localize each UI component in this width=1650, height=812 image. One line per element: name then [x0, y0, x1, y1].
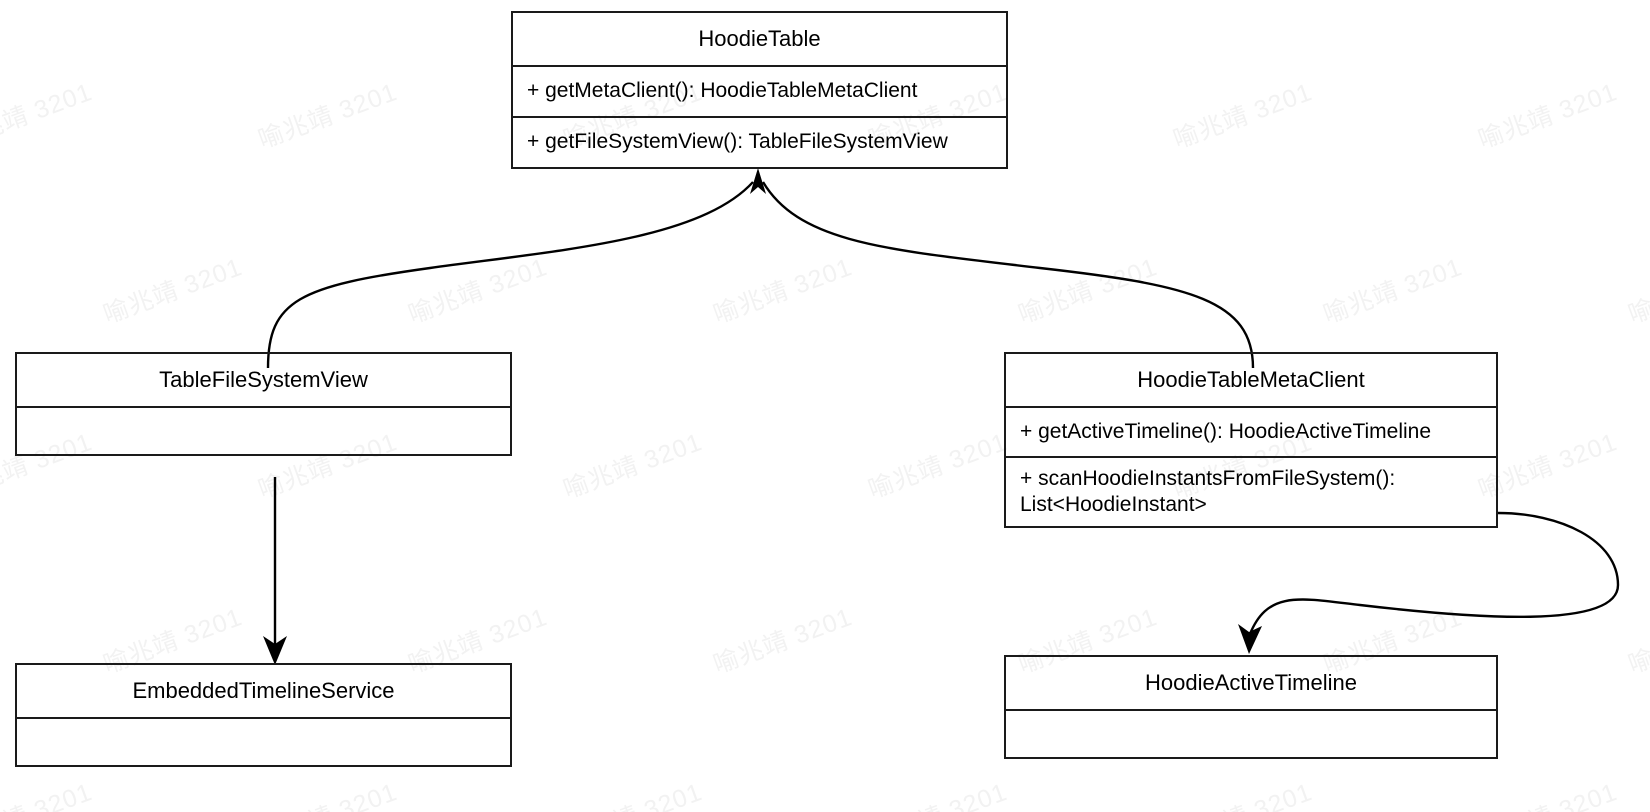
connector-hoodietablemetaclient-to-hoodieactivetimeline	[1248, 511, 1620, 635]
class-title-hoodie-table: HoodieTable	[698, 26, 821, 51]
member-row: + getMetaClient(): HoodieTableMetaClient	[527, 79, 918, 103]
class-box-embedded-timeline-service[interactable]: EmbeddedTimelineService	[15, 663, 512, 767]
class-members-hoodie-table-meta-client: + getActiveTimeline(): HoodieActiveTimel…	[1006, 406, 1496, 526]
member-row: + scanHoodieInstantsFromFileSystem(): Li…	[1006, 456, 1496, 526]
connector-tablefilesystemview-to-hoodietable	[266, 181, 754, 369]
class-title-table-file-system-view: TableFileSystemView	[159, 367, 368, 392]
class-title-embedded-timeline-service: EmbeddedTimelineService	[132, 678, 395, 703]
connector-hoodietablemetaclient-to-hoodietable	[761, 181, 1255, 369]
arrowhead-into-hoodieactivetimeline	[1238, 624, 1262, 654]
arrowhead-into-embeddedtimelineservice	[263, 636, 287, 665]
class-box-hoodie-table-meta-client[interactable]: HoodieTableMetaClient + getActiveTimelin…	[1004, 352, 1498, 528]
member-row: + getActiveTimeline(): HoodieActiveTimel…	[1020, 419, 1432, 443]
member-row: + getFileSystemView(): TableFileSystemVi…	[513, 116, 1006, 167]
class-box-table-file-system-view[interactable]: TableFileSystemView	[15, 352, 512, 456]
class-box-hoodie-active-timeline[interactable]: HoodieActiveTimeline	[1004, 655, 1498, 759]
arrowhead-into-hoodietable	[750, 168, 766, 194]
class-members-hoodie-active-timeline	[1006, 709, 1496, 757]
class-members-table-file-system-view	[17, 406, 510, 454]
class-members-embedded-timeline-service	[17, 717, 510, 765]
class-members-hoodie-table: + getMetaClient(): HoodieTableMetaClient…	[513, 65, 1006, 167]
class-title-hoodie-active-timeline: HoodieActiveTimeline	[1145, 670, 1357, 695]
class-title-hoodie-table-meta-client: HoodieTableMetaClient	[1137, 367, 1365, 392]
class-box-hoodie-table[interactable]: HoodieTable + getMetaClient(): HoodieTab…	[511, 11, 1008, 169]
